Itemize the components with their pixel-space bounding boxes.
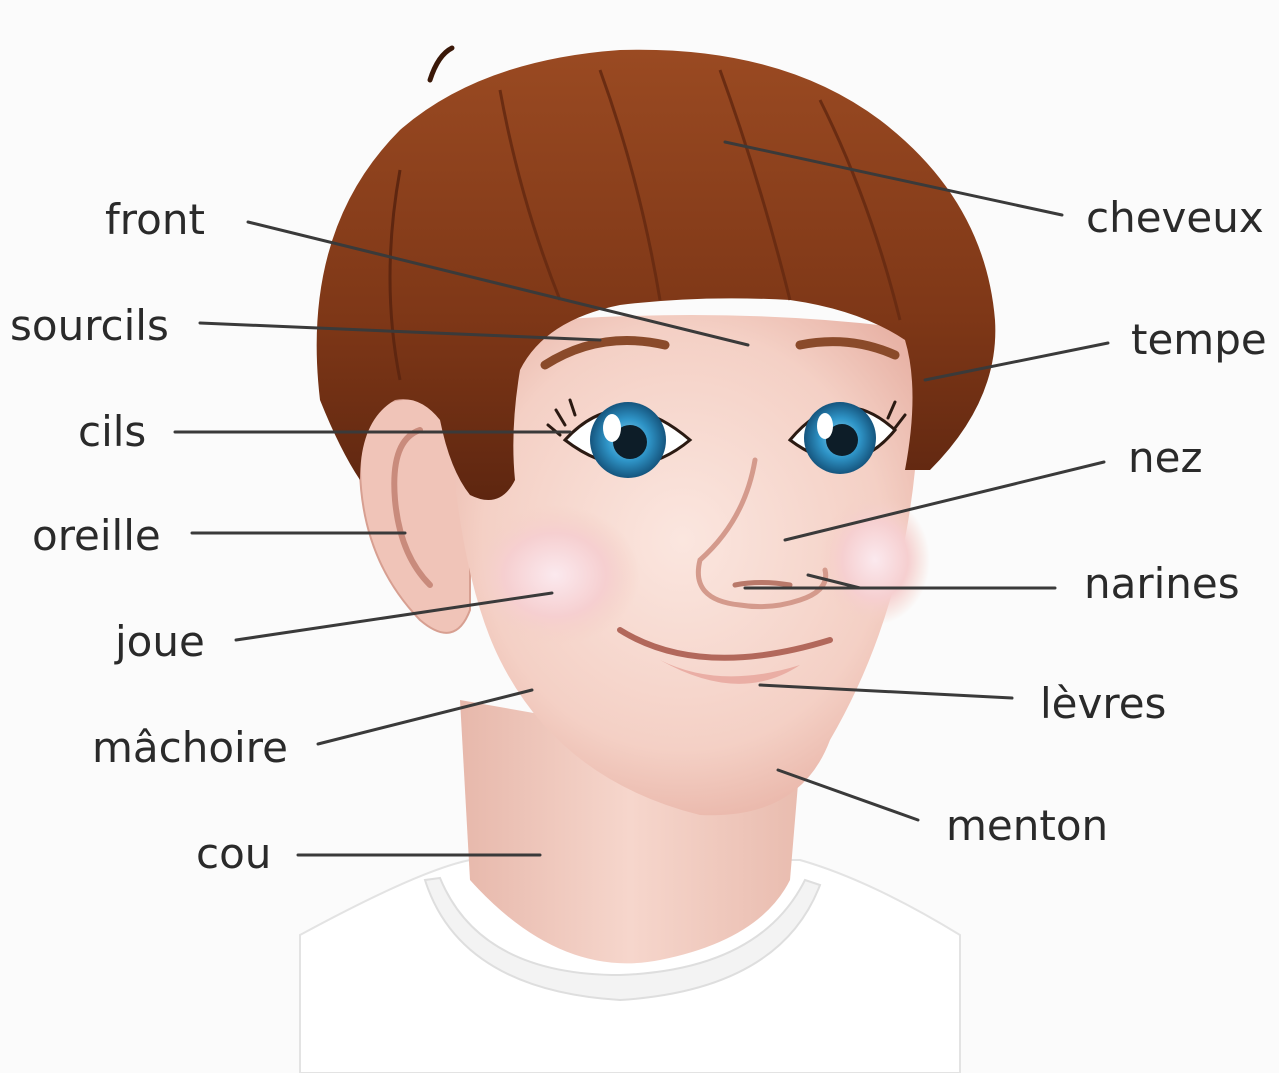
nostrils [735, 583, 790, 586]
left-cheek-blush [470, 505, 640, 645]
label-levres: lèvres [1040, 679, 1166, 728]
label-cou: cou [196, 829, 271, 878]
label-front: front [105, 195, 205, 244]
right-cheek-blush [820, 495, 930, 625]
label-tempe: tempe [1131, 315, 1267, 364]
leader-menton [778, 770, 918, 820]
label-sourcils: sourcils [10, 301, 169, 350]
label-joue: joue [114, 617, 205, 666]
label-menton: menton [946, 801, 1108, 850]
label-machoire: mâchoire [92, 723, 288, 772]
boy-illustration [300, 48, 995, 1073]
label-cils: cils [78, 407, 146, 456]
label-cheveux: cheveux [1086, 193, 1264, 242]
label-nez: nez [1128, 433, 1203, 482]
label-narines: narines [1084, 559, 1240, 608]
hair-strand [430, 48, 452, 80]
label-oreille: oreille [32, 511, 161, 560]
